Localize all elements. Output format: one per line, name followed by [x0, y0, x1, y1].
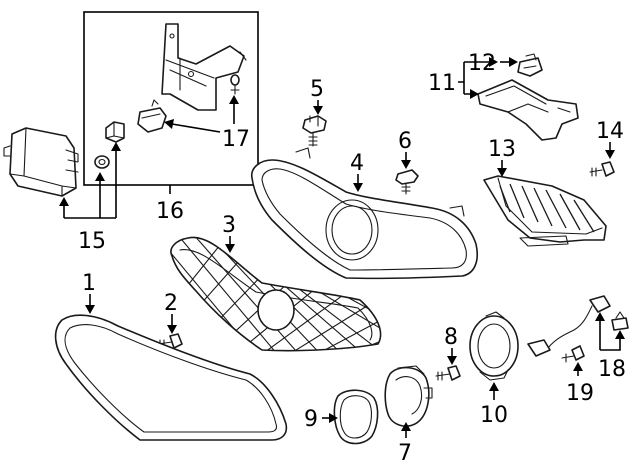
- callout-7: 7: [398, 441, 412, 466]
- retainer-clip: [105, 121, 125, 143]
- callout-9: 9: [304, 407, 318, 432]
- mesh-grille-3: [170, 236, 382, 352]
- fog-lamp-7: [384, 365, 433, 427]
- callout-5: 5: [310, 77, 324, 102]
- grommet: [94, 155, 110, 169]
- clip-12: [517, 53, 543, 77]
- callout-12: 12: [468, 51, 496, 76]
- callout-1: 1: [82, 271, 96, 296]
- upper-bracket-11: [477, 79, 579, 141]
- screw-14: [589, 161, 615, 177]
- callout-11: 11: [428, 71, 456, 96]
- callout-3: 3: [222, 213, 236, 238]
- wiring-harness-18: [527, 295, 629, 357]
- screw-6: [395, 169, 419, 195]
- fog-light-bezel-9: [333, 389, 379, 445]
- callout-6: 6: [398, 129, 412, 154]
- screw-19: [561, 345, 585, 363]
- radar-sensor-module: [3, 127, 79, 197]
- callout-10: 10: [480, 403, 508, 428]
- lamp-bezel-10: [469, 311, 519, 381]
- callout-14: 14: [596, 119, 624, 144]
- screw-8: [435, 365, 461, 381]
- callout-16: 16: [156, 199, 184, 224]
- inset-box-16: [83, 11, 259, 186]
- callout-4: 4: [350, 151, 364, 176]
- callout-8: 8: [444, 325, 458, 350]
- sensor-bracket: [161, 23, 247, 111]
- callout-17: 17: [222, 127, 250, 152]
- clip-17-small: [230, 74, 240, 95]
- callout-13: 13: [488, 137, 516, 162]
- callout-18: 18: [598, 357, 626, 382]
- callout-2: 2: [164, 291, 178, 316]
- leader-lines: [59, 57, 625, 438]
- side-bracket-13: [483, 175, 607, 247]
- callout-labels: 1 2 3 4 5 6 7 8 9 10 11 12 13 14 15 16 1…: [78, 51, 626, 466]
- callout-19: 19: [566, 381, 594, 406]
- screw-2: [157, 333, 183, 349]
- clip-17-large: [137, 99, 167, 133]
- callout-15: 15: [78, 229, 106, 254]
- outer-molding-1: [54, 314, 288, 441]
- bolt-5: [302, 115, 327, 147]
- grille-frame-4: [250, 147, 478, 280]
